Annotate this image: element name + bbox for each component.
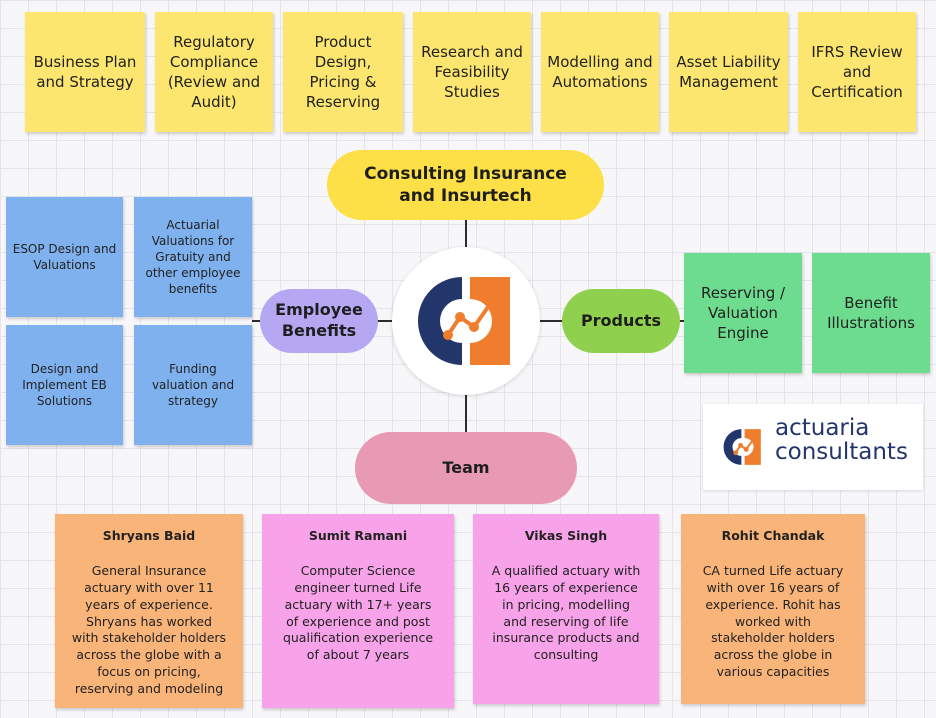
sticky-note-research[interactable]: Research and Feasibility Studies — [413, 12, 531, 132]
brand-wordmark: actuaria consultants — [775, 416, 908, 464]
sticky-note-text: Modelling and Automations — [547, 52, 653, 91]
sticky-note-text: Research and Feasibility Studies — [421, 42, 523, 102]
sticky-note-business-plan[interactable]: Business Plan and Strategy — [25, 12, 145, 132]
sticky-note-text: Design and Implement EB Solutions — [22, 361, 107, 409]
sticky-note-benefit-illustrations[interactable]: Benefit Illustrations — [812, 253, 930, 373]
hub-products[interactable]: Products — [562, 289, 680, 353]
team-card-sumit[interactable]: Sumit Ramani Computer Science engineer t… — [262, 514, 454, 708]
sticky-note-text: Asset Liability Management — [676, 52, 781, 91]
hub-team[interactable]: Team — [355, 432, 577, 504]
central-logo-hub — [392, 247, 540, 395]
sticky-note-ifrs[interactable]: IFRS Review and Certification — [798, 12, 916, 132]
team-member-name: Vikas Singh — [524, 528, 608, 543]
sticky-note-design-eb[interactable]: Design and Implement EB Solutions — [6, 325, 123, 445]
connector-line-bottom — [465, 394, 467, 434]
team-member-name: Shryans Baid — [102, 528, 196, 543]
sticky-note-actuarial-valuations[interactable]: Actuarial Valuations for Gratuity and ot… — [134, 197, 252, 317]
connector-line-product-notes — [678, 320, 686, 322]
hub-employee-benefits[interactable]: Employee Benefits — [260, 289, 378, 353]
team-member-name: Sumit Ramani — [308, 528, 408, 543]
connector-line-left — [377, 320, 393, 322]
team-member-bio: General Insurance actuary with over 11 y… — [71, 562, 227, 696]
connector-line-right — [539, 320, 563, 322]
sticky-note-text: Regulatory Compliance (Review and Audit) — [167, 32, 261, 112]
sticky-note-text: Funding valuation and strategy — [151, 361, 235, 409]
team-member-bio: Computer Science engineer turned Life ac… — [282, 562, 434, 663]
team-member-name: Rohit Chandak — [721, 528, 825, 543]
hub-products-label: Products — [580, 310, 662, 330]
team-member-bio: CA turned Life actuary with over 16 year… — [702, 562, 844, 680]
team-card-vikas[interactable]: Vikas Singh A qualified actuary with 16 … — [473, 514, 659, 704]
brand-line-1: actuaria — [775, 415, 870, 441]
connector-line-benefit-notes — [252, 320, 260, 322]
sticky-note-text: IFRS Review and Certification — [811, 42, 903, 102]
sticky-note-product-design[interactable]: Product Design, Pricing & Reserving — [283, 12, 403, 132]
brand-logo: actuaria consultants — [703, 404, 923, 490]
sticky-note-alm[interactable]: Asset Liability Management — [669, 12, 788, 132]
sticky-note-text: Business Plan and Strategy — [33, 52, 137, 91]
hub-consulting[interactable]: Consulting Insurance and Insurtech — [327, 150, 604, 220]
sticky-note-esop[interactable]: ESOP Design and Valuations — [6, 197, 123, 317]
sticky-note-funding-valuation[interactable]: Funding valuation and strategy — [134, 325, 252, 445]
sticky-note-text: Actuarial Valuations for Gratuity and ot… — [145, 217, 241, 297]
hub-employee-benefits-label: Employee Benefits — [275, 300, 363, 340]
team-member-bio: A qualified actuary with 16 years of exp… — [491, 562, 641, 663]
sticky-note-reserving-engine[interactable]: Reserving / Valuation Engine — [684, 253, 802, 373]
sticky-note-regulatory-compliance[interactable]: Regulatory Compliance (Review and Audit) — [155, 12, 273, 132]
sticky-note-text: Benefit Illustrations — [827, 293, 915, 332]
connector-line-top — [465, 218, 467, 248]
actuaria-logo-small-icon — [723, 429, 761, 465]
hub-team-label: Team — [442, 457, 490, 477]
team-card-rohit[interactable]: Rohit Chandak CA turned Life actuary wit… — [681, 514, 865, 704]
sticky-note-text: Product Design, Pricing & Reserving — [305, 32, 381, 112]
sticky-note-text: Reserving / Valuation Engine — [700, 283, 786, 343]
hub-consulting-label: Consulting Insurance and Insurtech — [364, 163, 567, 206]
sticky-note-modelling[interactable]: Modelling and Automations — [541, 12, 659, 132]
brand-line-2: consultants — [775, 439, 908, 466]
sticky-note-text: ESOP Design and Valuations — [12, 241, 117, 272]
team-card-shryans[interactable]: Shryans Baid General Insurance actuary w… — [55, 514, 243, 708]
actuaria-logo-icon — [418, 277, 510, 365]
